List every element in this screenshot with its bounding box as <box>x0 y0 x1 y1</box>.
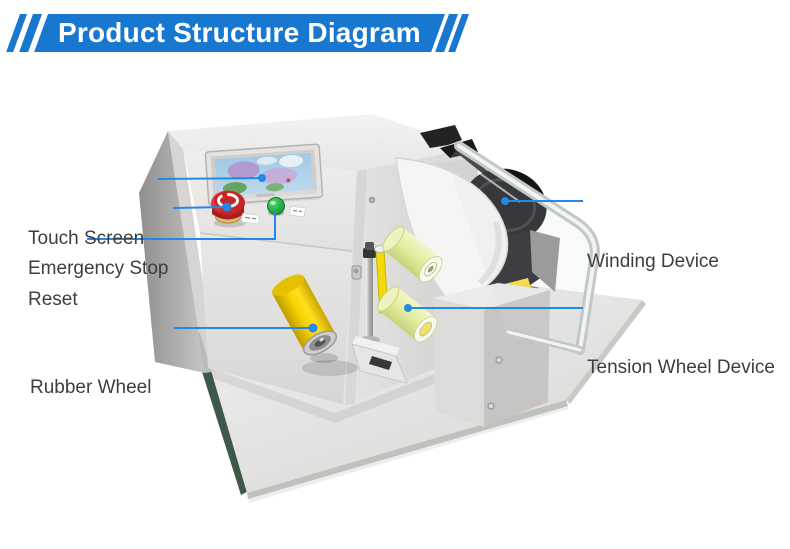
page-title: Product Structure Diagram <box>58 17 421 48</box>
leader-dots <box>222 174 509 333</box>
label-rubber-wheel: Rubber Wheel <box>30 377 152 398</box>
button-labels <box>241 205 306 225</box>
tension-wheels <box>377 226 443 343</box>
label-touch-screen: Touch Screen <box>28 228 145 249</box>
product-structure-diagram: Touch Screen Emergency Stop Reset Rubber… <box>0 60 790 549</box>
label-reset: Reset <box>28 289 78 310</box>
label-winding-device: Winding Device <box>587 251 719 272</box>
rubber-wheel <box>271 274 358 376</box>
label-tension-wheel-device: Tension Wheel Device <box>587 357 775 378</box>
reset-button <box>267 197 285 216</box>
acrylic-guard <box>447 141 600 355</box>
label-emergency-stop: Emergency Stop <box>28 258 169 279</box>
right-box <box>433 283 550 427</box>
leader-lines <box>87 177 583 329</box>
